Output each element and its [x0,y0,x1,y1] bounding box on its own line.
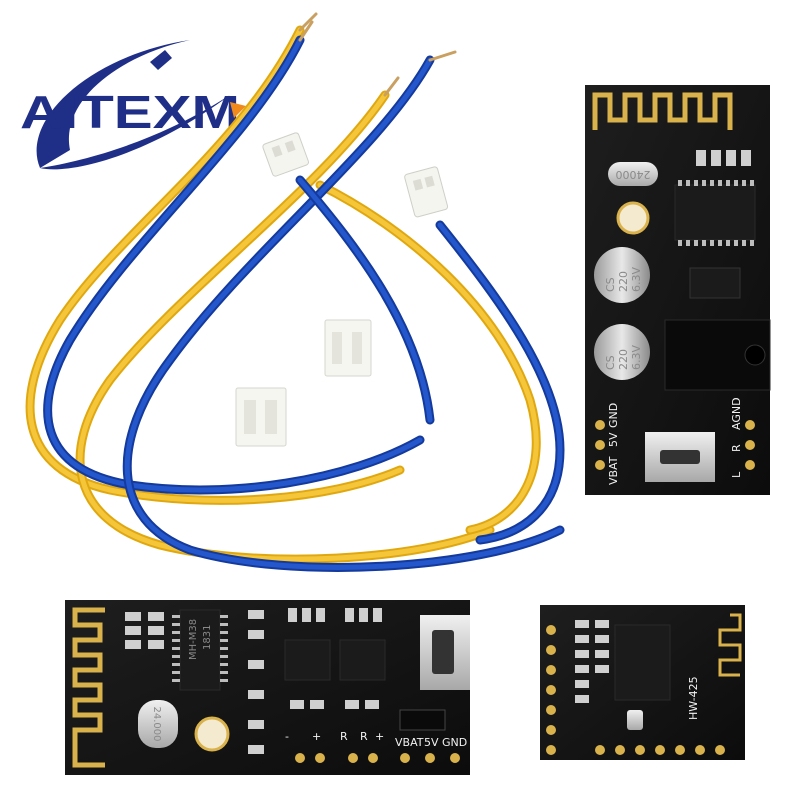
brand-logo: AITEXM [20,40,246,170]
amp-chip-right [339,639,386,681]
vertical-pin-vbat: VBAT [607,456,620,485]
mounting-hole-horizontal [194,716,230,752]
channel-right-r1: R [340,730,348,743]
svg-text:6.3V: 6.3V [630,345,643,370]
bluetooth-board-horizontal: 24.000 MH-M38 1831 [65,600,470,775]
vertical-pin-5v: 5V [607,432,620,447]
chip-model-label: MH-M38 [188,619,199,660]
small-board-pads-bottom [595,745,725,755]
antenna-trace-small [718,613,742,677]
chip-code-label: 1831 [202,625,213,650]
main-chip-horizontal [179,609,221,691]
crystal-horizontal [138,700,178,748]
vertical-audio-r: R [730,444,743,452]
logo-spark-icon [150,50,172,70]
channel-left-plus: + [312,730,321,743]
logo-swoosh-icon [36,40,190,168]
antenna-trace [592,92,733,130]
vertical-board-pads [595,420,755,470]
antenna-trace-horizontal [72,607,105,768]
vertical-audio-agnd: AGND [730,397,743,430]
small-board-pads-left [546,625,556,755]
crystal-label: 24000 [616,168,651,181]
capacitor-bottom: CS 220 6.3V [594,324,650,380]
svg-text:6.3V: 6.3V [630,267,643,292]
main-chip-small [614,624,671,701]
vertical-pin-gnd: GND [607,403,620,428]
pin-header-right [324,292,372,377]
svg-text:CS: CS [604,355,617,370]
pin-header-left [235,362,287,447]
small-board-model: HW-425 [687,676,700,720]
svg-text:220: 220 [617,349,630,370]
crystal-horizontal-label: 24.000 [151,707,162,742]
channel-right-plus: + [375,730,384,743]
vertical-audio-l: L [730,471,743,478]
channel-right-r2: R [360,730,368,743]
jst-connector-right [404,166,449,218]
logo-arrow-icon [230,102,246,118]
mounting-hole [616,201,650,235]
bluetooth-module-small: HW-425 [540,605,745,760]
horizontal-pin-gnd: GND [442,736,467,749]
svg-text:220: 220 [617,271,630,292]
channel-left-minus: - [285,730,289,743]
amp-chip-left [284,639,331,681]
crystal-vertical [608,162,658,186]
bluetooth-board-vertical: 24000 CS 220 6.3V CS 220 6.3V [585,85,771,495]
jumper-wires [25,12,565,572]
horizontal-pin-5v: 5V [424,736,439,749]
jst-connector-left [262,132,309,177]
svg-text:CS: CS [604,277,617,292]
horizontal-pin-vbat: VBAT [395,736,424,749]
main-chip-vertical [674,184,756,241]
capacitor-top: CS 220 6.3V [594,247,650,303]
logo-text: AITEXM [20,86,240,138]
